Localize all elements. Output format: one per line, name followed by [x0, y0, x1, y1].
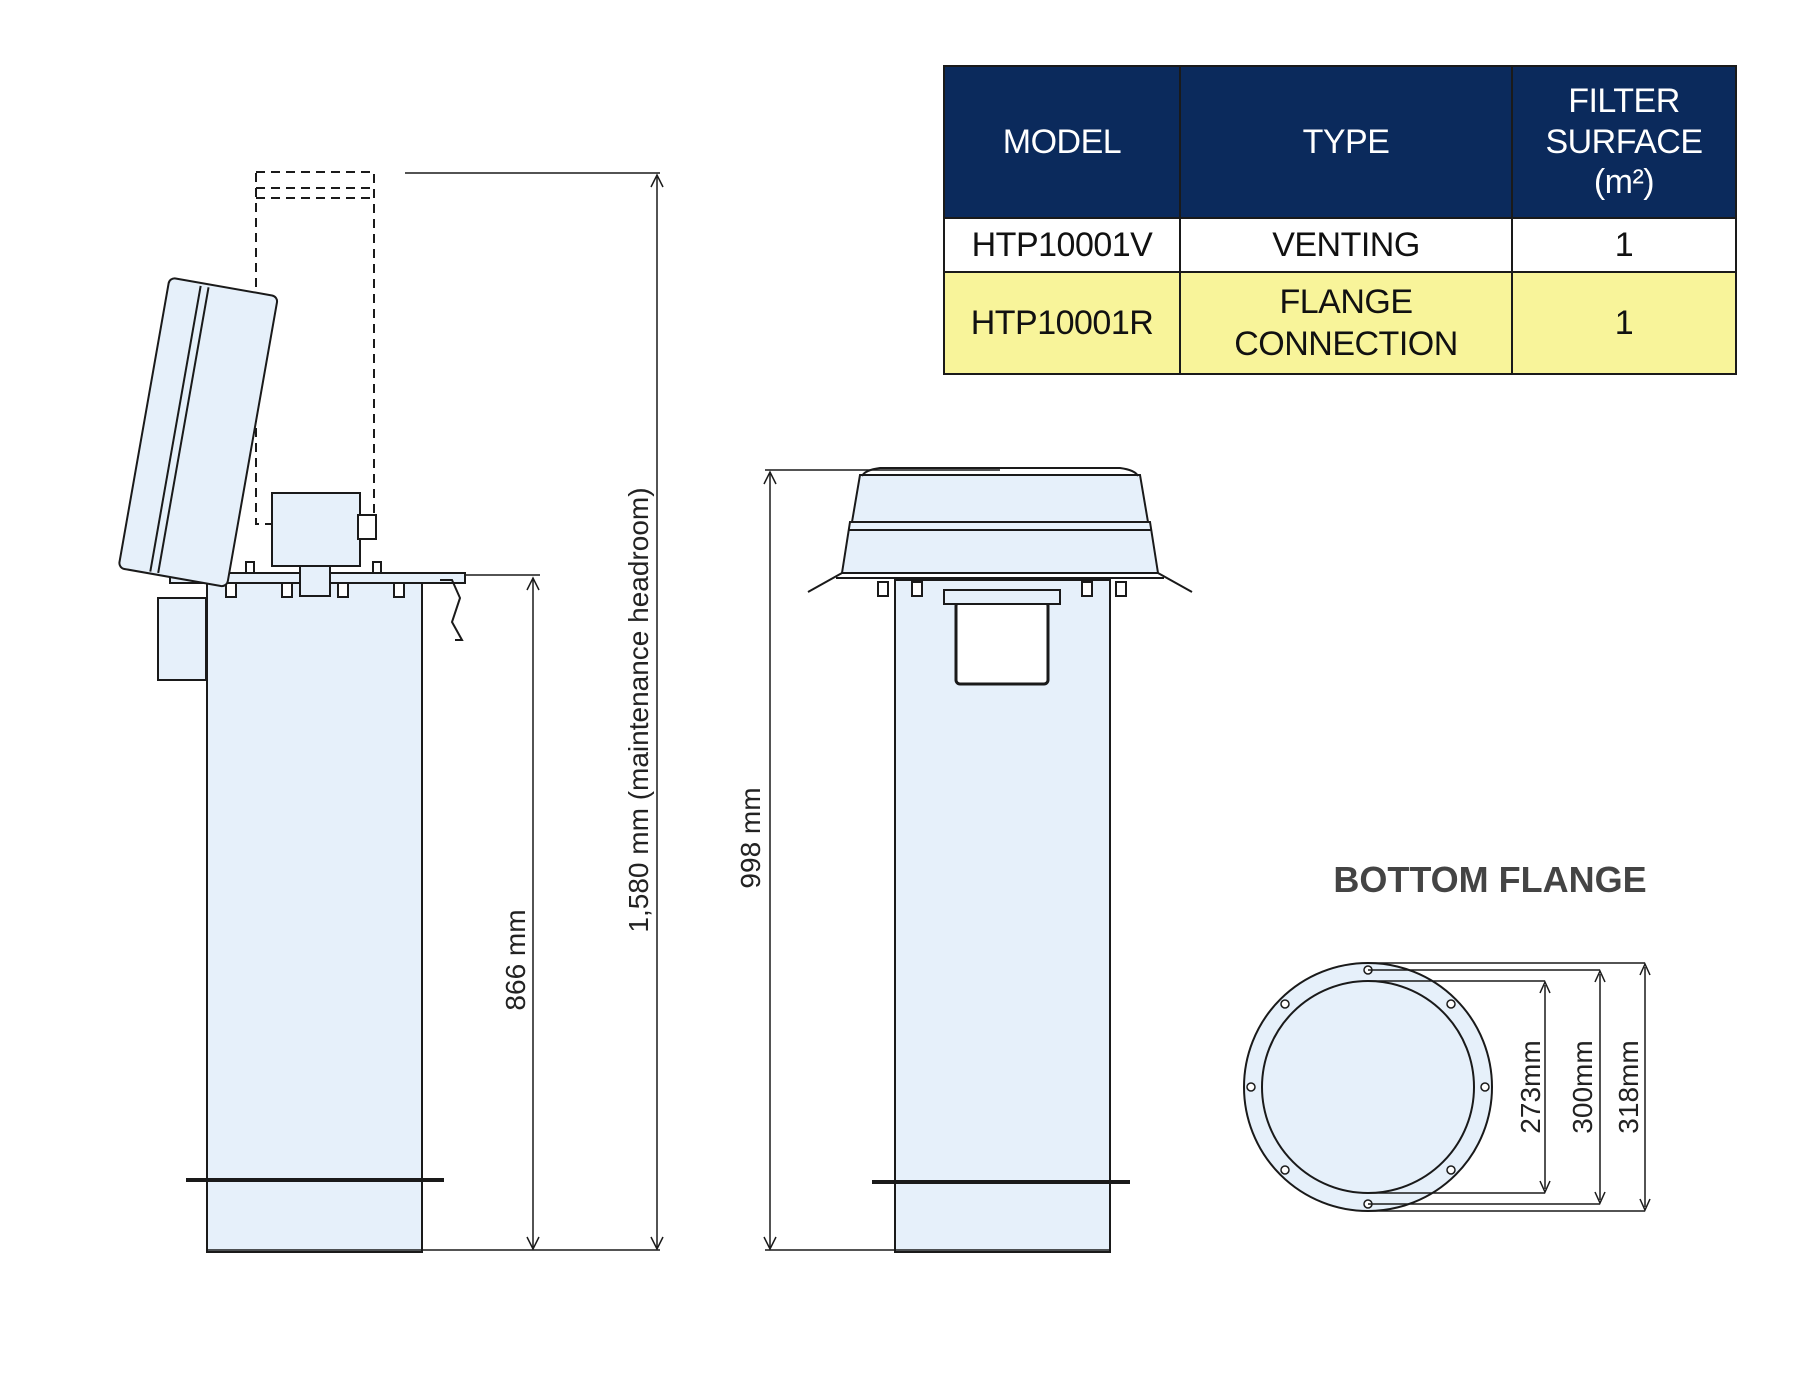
row-surface: 1: [1511, 271, 1737, 375]
side-view: [118, 171, 466, 1253]
table-row-highlighted: HTP10001R FLANGE CONNECTION 1: [943, 271, 1737, 375]
open-lid: [118, 277, 279, 588]
row-surface: 1: [1511, 217, 1737, 273]
front-body: [894, 579, 1111, 1253]
bottom-flange-drawing: [1243, 962, 1493, 1212]
dim-flange-inner: 273mm: [1515, 1040, 1546, 1133]
dim-maintenance-headroom: 1,580 mm (maintenance headroom): [623, 487, 654, 932]
dim-front-height: 998 mm: [735, 787, 766, 888]
dim-flange-bolt-circle: 300mm: [1567, 1040, 1598, 1133]
front-inspection-box: [954, 600, 1050, 686]
front-bolts: [877, 581, 1127, 597]
front-skirt: [807, 572, 1193, 593]
side-dimensions: [208, 172, 664, 1251]
front-dimensions: [763, 469, 1110, 1251]
flange-dimensions: [1368, 962, 1651, 1212]
header-model: MODEL: [943, 65, 1181, 219]
header-type: TYPE: [1179, 65, 1513, 219]
front-hood: [850, 474, 1150, 523]
spec-table: MODEL TYPE FILTER SURFACE (m²) HTP10001V…: [943, 65, 1737, 375]
row-type-line1: FLANGE: [1279, 282, 1413, 321]
row-type-line2: CONNECTION: [1234, 325, 1458, 363]
row-model: HTP10001V: [943, 217, 1181, 273]
header-filter-line1: FILTER: [1568, 81, 1680, 120]
row-type: VENTING: [1179, 217, 1513, 273]
flange-bolt-holes: [1246, 965, 1490, 1209]
flange-inner-ring: [1261, 980, 1475, 1194]
bottom-flange-title: BOTTOM FLANGE: [1333, 859, 1646, 900]
side-electrical-box: [157, 597, 207, 681]
table-row: HTP10001V VENTING 1: [943, 217, 1737, 273]
front-view: [807, 467, 1193, 1253]
side-bolts: [225, 561, 405, 598]
side-body: [206, 579, 423, 1253]
dim-body-height: 866 mm: [500, 909, 531, 1010]
dim-flange-outer: 318mm: [1613, 1040, 1644, 1133]
header-filter-line2: SURFACE: [1545, 122, 1703, 161]
side-latch: [440, 579, 464, 641]
header-filter-unit: (m²): [1593, 163, 1655, 202]
filter-cartridge-outline: [255, 171, 375, 525]
row-model: HTP10001R: [943, 271, 1181, 375]
row-type: FLANGE CONNECTION: [1179, 271, 1513, 375]
header-filter-surface: FILTER SURFACE (m²): [1511, 65, 1737, 219]
motor-box: [271, 492, 361, 567]
table-header-row: MODEL TYPE FILTER SURFACE (m²): [943, 65, 1737, 219]
